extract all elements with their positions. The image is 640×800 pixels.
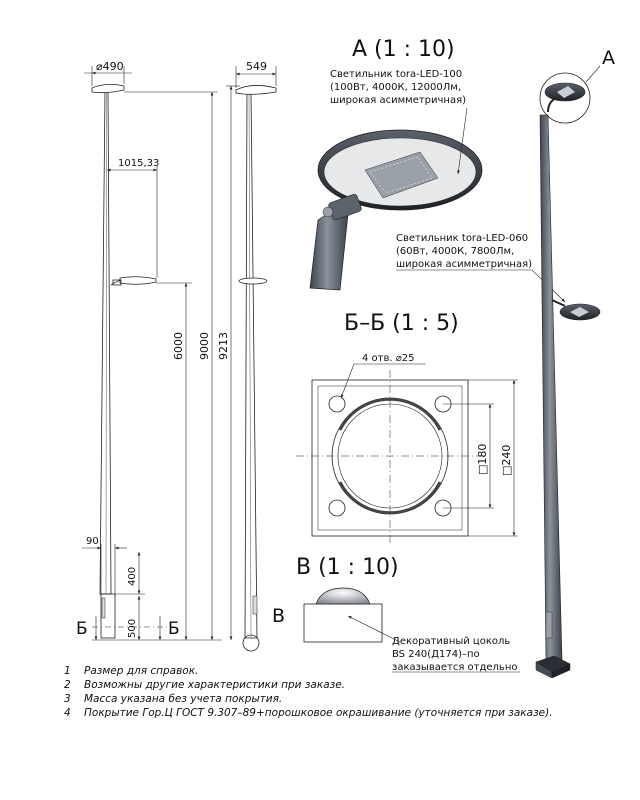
luminaire-100-detail: [309, 129, 483, 291]
base-plate-section: [296, 363, 518, 546]
section-mark-right: Б: [168, 619, 180, 639]
decorative-base-detail: [303, 587, 383, 643]
note-item: 4 Покрытие Гор.Ц ГОСТ 9.307–89+порошковое…: [64, 706, 624, 720]
luminaire-060-line2: (60Вт, 4000К, 7800Лм,: [396, 246, 514, 257]
note-item: 3 Масса указана без учета покрытия.: [64, 692, 624, 706]
dim-6000: 6000: [172, 332, 185, 360]
view-bb-title: Б–Б (1 : 5): [344, 311, 459, 336]
pole-3d-view: [535, 65, 601, 679]
note-item: 2 Возможны другие характеристики при зака…: [64, 678, 624, 692]
note-text: Масса указана без учета покрытия.: [84, 693, 283, 705]
section-mark-left: Б: [76, 619, 88, 639]
note-text: Размер для справок.: [84, 665, 199, 677]
note-number: 1: [64, 665, 71, 677]
callout-a: А: [602, 47, 615, 69]
note-number: 4: [64, 707, 71, 719]
dim-diameter-490: ⌀490: [96, 60, 124, 73]
dim-9000: 9000: [198, 332, 211, 360]
note-item: 1 Размер для справок.: [64, 664, 624, 678]
luminaire-100-line1: Светильник tora-LED-100: [330, 69, 462, 80]
luminaire-060-line1: Светильник tora-LED-060: [396, 233, 528, 244]
luminaire-100-line3: широкая асимметричная): [330, 95, 466, 106]
dim-sq-180: □180: [476, 444, 489, 475]
note-text: Покрытие Гор.Ц ГОСТ 9.307–89+порошковое …: [84, 707, 553, 719]
dim-400: 400: [127, 567, 138, 586]
dim-500: 500: [127, 619, 138, 638]
side-dimensions: [226, 66, 277, 640]
front-dimensions: [82, 66, 222, 641]
dim-90: 90: [86, 536, 99, 547]
note-text: Возможны другие характеристики при заказ…: [84, 679, 346, 691]
callout-v: В: [272, 605, 285, 627]
note-number: 2: [64, 679, 71, 691]
base-line1: Декоративный цоколь: [392, 636, 510, 647]
dim-9213: 9213: [217, 332, 230, 360]
dim-549: 549: [246, 60, 267, 73]
holes-label: 4 отв. ⌀25: [362, 353, 414, 364]
dim-sq-240: □240: [500, 445, 513, 476]
luminaire-100-line2: (100Вт, 4000К, 12000Лм,: [330, 82, 461, 93]
view-v-title: В (1 : 10): [296, 555, 399, 580]
luminaire-060-line3: широкая асимметричная): [396, 259, 532, 270]
side-view: [235, 85, 277, 652]
base-line3: заказывается отдельно: [392, 662, 517, 673]
front-view: [91, 84, 157, 639]
note-number: 3: [64, 693, 71, 705]
base-line2: BS 240(Д174)–по: [392, 649, 480, 660]
dim-1015-33: 1015,33: [118, 158, 159, 169]
view-a-title: А (1 : 10): [352, 37, 455, 62]
notes-list: 1 Размер для справок. 2 Возможны другие ха…: [64, 664, 624, 720]
